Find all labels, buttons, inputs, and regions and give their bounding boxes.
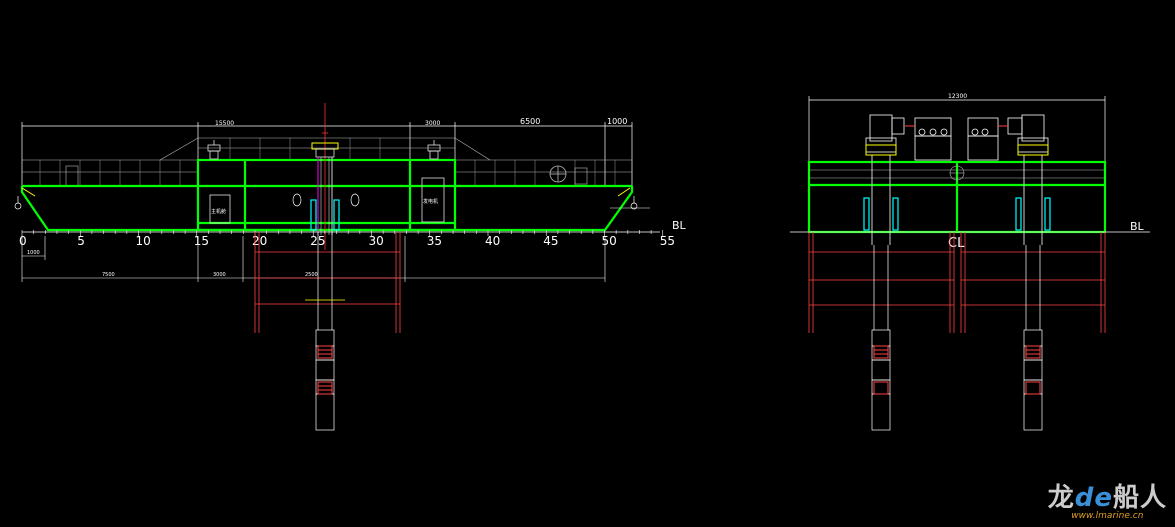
hatch-right xyxy=(574,167,588,185)
section-cutter-left xyxy=(873,345,889,395)
dim-bottom-mid: 3000 xyxy=(213,272,226,278)
section-centerline-label: CL xyxy=(948,236,965,251)
watermark-logo: 龙de船人 www.lmarine.cn xyxy=(1048,485,1167,521)
winch-right xyxy=(427,140,441,160)
section-ladder-right xyxy=(1015,144,1051,245)
cutter-ladder-frame xyxy=(254,232,401,333)
dim-overall-top: 15500 xyxy=(215,120,234,127)
dim-breadth: 12300 xyxy=(948,93,967,100)
section-view: 12300 xyxy=(790,93,1150,431)
railing-posts xyxy=(39,138,616,186)
hull-outline xyxy=(20,158,634,232)
lifebuoy xyxy=(549,165,567,183)
section-ladder-left xyxy=(863,144,899,245)
frame-label: 20 xyxy=(252,234,267,248)
watermark-main-before: 龙 xyxy=(1047,483,1075,513)
frame-label: 35 xyxy=(427,234,442,248)
frame-label: 10 xyxy=(136,234,151,248)
watermark-main-accent: de xyxy=(1074,483,1113,513)
deckhouse-rooms xyxy=(209,177,445,224)
deck-machinery xyxy=(865,114,1049,161)
frame-label: 55 xyxy=(660,234,675,248)
frame-label: 50 xyxy=(602,234,617,248)
section-hull-outline xyxy=(807,160,1107,234)
cutter-head xyxy=(317,345,333,395)
cutter-ladder-shaft xyxy=(315,232,335,431)
section-baseline-label: BL xyxy=(1130,220,1145,233)
profile-view: 15500 3000 6500 1000 xyxy=(14,103,687,431)
watermark-main-after: 船人 xyxy=(1112,483,1167,513)
room-label-main-engine: 主机舱 xyxy=(211,208,226,215)
section-shaft-left xyxy=(871,245,891,431)
ladder-tower xyxy=(310,103,340,250)
dim-top-right: 6500 xyxy=(520,117,540,126)
section-cutter-right xyxy=(1025,345,1041,395)
winch-left xyxy=(207,140,221,160)
dim-top-far-right: 1000 xyxy=(607,117,627,126)
profile-baseline-label: BL xyxy=(672,219,687,232)
section-top-dimension xyxy=(808,96,1106,162)
section-railing xyxy=(809,165,1105,181)
frame-label: 0 xyxy=(19,234,27,248)
dim-small-left: 1000 xyxy=(27,250,40,256)
doorway-left xyxy=(65,165,79,187)
frame-label: 30 xyxy=(369,234,384,248)
anchor-stern xyxy=(630,196,638,210)
deck-railing xyxy=(21,137,633,186)
room-label-generator: 发电机 xyxy=(423,198,438,205)
dim-bottom-right: 2500 xyxy=(305,272,318,278)
anchor-bow xyxy=(14,196,22,210)
watermark-sub: www.lmarine.cn xyxy=(1071,511,1144,521)
profile-top-dimension xyxy=(21,122,633,186)
frame-label: 40 xyxy=(485,234,500,248)
section-shaft-right xyxy=(1023,245,1043,431)
section-frame-right xyxy=(960,232,1106,333)
section-frame-left xyxy=(808,232,955,333)
dim-bottom-left: 7500 xyxy=(102,272,115,278)
frame-label: 45 xyxy=(543,234,558,248)
frame-label: 15 xyxy=(194,234,209,248)
dim-top-mid: 3000 xyxy=(425,120,440,127)
frame-label: 5 xyxy=(77,234,85,248)
